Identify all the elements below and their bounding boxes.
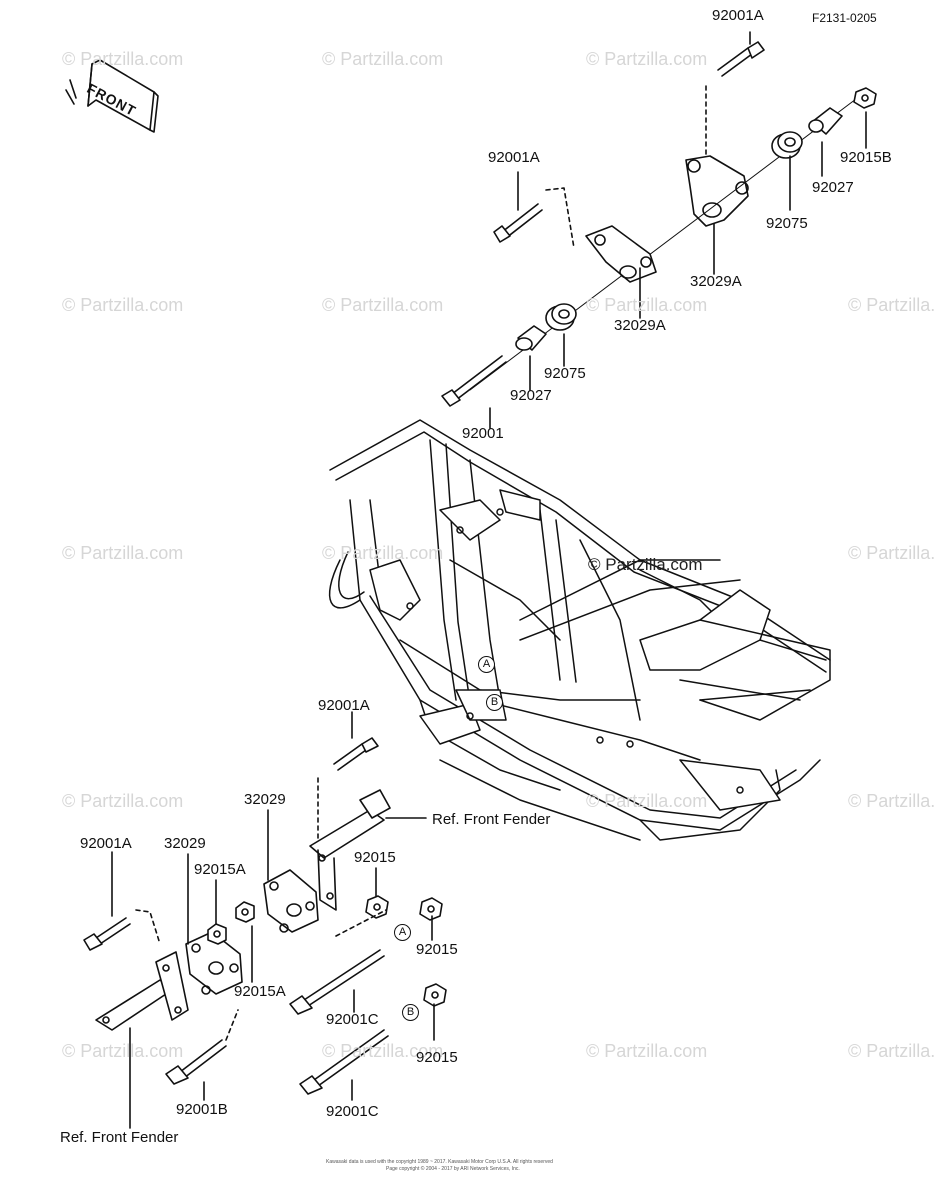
atv-frame-icon: [328, 419, 831, 841]
part-label: 92027: [812, 179, 854, 196]
part-label: 92001C: [326, 1011, 379, 1028]
bolt-92001C-low-icon: [299, 1029, 389, 1095]
copyright-line-1: Kawasaki data is used with the copyright…: [326, 1159, 553, 1165]
watermark: © Partzilla.com: [322, 49, 444, 69]
watermark: © Partzilla.com: [848, 295, 934, 315]
watermark: © Partzilla.com: [586, 1041, 708, 1061]
nut-92015A-low-icon: [207, 923, 227, 945]
circle-marker-b: B: [402, 1004, 419, 1021]
plate-32029-low-icon: [185, 931, 243, 995]
bolt-92001A-upper-icon: [493, 203, 543, 243]
part-label: 92015A: [234, 983, 286, 1000]
bolt-92001A-top-icon: [717, 41, 765, 77]
bushing-92075-right-icon: [771, 131, 803, 159]
part-label: 32029: [164, 835, 206, 852]
bracket-32029A-right-icon: [685, 155, 749, 227]
watermark: © Partzilla.com: [62, 1041, 184, 1061]
part-label: 32029A: [614, 317, 666, 334]
part-label: 92001C: [326, 1103, 379, 1120]
circle-marker-b: B: [486, 694, 503, 711]
part-label: 92015: [416, 1049, 458, 1066]
part-label: 92015: [416, 941, 458, 958]
watermark: © Partzilla.com: [586, 295, 708, 315]
bolt-92001-icon: [441, 355, 507, 407]
part-label: 92001A: [488, 149, 540, 166]
part-label: 92075: [544, 365, 586, 382]
part-label: Ref. Front Fender: [60, 1129, 179, 1146]
figure-code: F2131-0205: [812, 11, 877, 25]
watermark: © Partzilla.com: [848, 543, 934, 563]
part-label: 92015B: [840, 149, 892, 166]
watermark: © Partzilla.com: [62, 791, 184, 811]
bracket-32029A-left-icon: [585, 225, 657, 283]
bolt-92001A-low-icon: [83, 917, 131, 951]
part-label: 32029A: [690, 273, 742, 290]
watermark: © Partzilla.com: [322, 295, 444, 315]
watermark: © Partzilla.com: [62, 295, 184, 315]
part-label: Ref. Front Fender: [432, 811, 551, 828]
plate-32029-mid-icon: [263, 869, 319, 933]
watermark: © Partzilla.com: [848, 1041, 934, 1061]
part-label: 92001A: [80, 835, 132, 852]
part-label: 92001B: [176, 1101, 228, 1118]
part-label: 92015: [354, 849, 396, 866]
part-label: 92027: [510, 387, 552, 404]
watermark: © Partzilla.com: [586, 791, 708, 811]
watermark: © Partzilla.com: [322, 543, 444, 563]
nut-92015B-icon: [853, 87, 877, 109]
bolt-92001B-icon: [165, 1039, 227, 1085]
circle-marker-a: A: [394, 924, 411, 941]
fender-bracket-left-icon: [95, 951, 189, 1031]
part-label: 92075: [766, 215, 808, 232]
part-label: 92001A: [318, 697, 370, 714]
nut-92015-mid-icon: [365, 895, 389, 919]
copyright-line-2: Page copyright © 2004 - 2017 by ARI Netw…: [386, 1166, 520, 1172]
collar-92027-right-icon: [808, 107, 843, 135]
circle-marker-a: A: [478, 656, 495, 673]
watermark: © Partzilla.com: [62, 49, 184, 69]
part-label: 92001: [462, 425, 504, 442]
nut-92015-right-icon: [419, 897, 443, 921]
part-label: 32029: [244, 791, 286, 808]
bushing-92075-left-icon: [545, 303, 577, 331]
part-label: 92001A: [712, 7, 764, 24]
nut-92015-low-icon: [423, 983, 447, 1007]
front-arrow-icon: [65, 59, 159, 133]
watermark: © Partzilla.com: [62, 543, 184, 563]
part-label: 92015A: [194, 861, 246, 878]
watermark: © Partzilla.com: [322, 1041, 444, 1061]
bolt-92001C-top-icon: [289, 949, 385, 1015]
collar-92027-left-icon: [515, 325, 547, 351]
bolt-92001A-mid-icon: [333, 737, 379, 771]
center-watermark: © Partzilla.com: [588, 555, 703, 574]
watermark: © Partzilla.com: [586, 49, 708, 69]
fender-bracket-right-icon: [309, 789, 391, 911]
watermark: © Partzilla.com: [848, 791, 934, 811]
nut-92015A-top-icon: [235, 901, 255, 923]
